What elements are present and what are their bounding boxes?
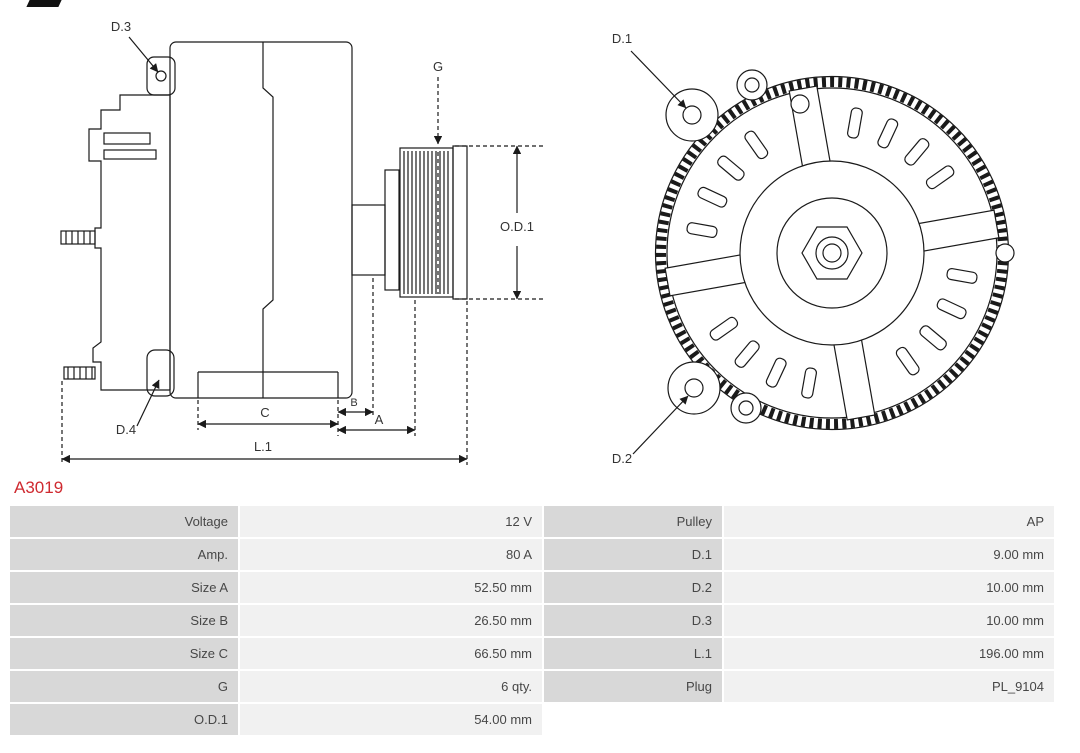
pulley-hub (739, 160, 925, 346)
spec-label: Size B (10, 605, 238, 636)
dim-label-od1: O.D.1 (500, 219, 534, 234)
spec-label: D.2 (544, 572, 722, 603)
spec-value: 26.50 mm (240, 605, 542, 636)
spec-value: PL_9104 (724, 671, 1054, 702)
dim-label-d3: D.3 (111, 19, 131, 34)
dim-label-c: C (260, 405, 269, 420)
spec-label: Size C (10, 638, 238, 669)
spec-value: 6 qty. (240, 671, 542, 702)
spec-value: 12 V (240, 506, 542, 537)
dim-label-d4: D.4 (116, 422, 136, 437)
brand-logo-fragment (26, 0, 62, 7)
spec-label: L.1 (544, 638, 722, 669)
alternator-body (169, 41, 353, 399)
spec-row: Size B 26.50 mm D.3 10.00 mm (10, 605, 1054, 636)
spec-value: 10.00 mm (724, 572, 1054, 603)
spec-value: 66.50 mm (240, 638, 542, 669)
spec-label: Amp. (10, 539, 238, 570)
dimension-lines (61, 36, 545, 465)
spec-label: D.1 (544, 539, 722, 570)
spec-row: G 6 qty. Plug PL_9104 (10, 671, 1054, 702)
spec-value: 9.00 mm (724, 539, 1054, 570)
mounting-ear-bottom (146, 349, 175, 397)
vent-slots (686, 107, 978, 399)
spec-label: D.3 (544, 605, 722, 636)
spec-empty-cell (724, 704, 1054, 735)
front-view-leaders (630, 50, 689, 455)
dim-label-d1: D.1 (612, 31, 632, 46)
spec-label: G (10, 671, 238, 702)
spec-value: AP (724, 506, 1054, 537)
spec-value: 10.00 mm (724, 605, 1054, 636)
technical-drawing: D.3 G O.D.1 D.4 C B A L.1 (60, 19, 1015, 466)
spec-empty-cell (544, 704, 722, 735)
spec-row: Size A 52.50 mm D.2 10.00 mm (10, 572, 1054, 603)
spec-label: O.D.1 (10, 704, 238, 735)
rear-housing (88, 94, 171, 391)
spec-value: 80 A (240, 539, 542, 570)
spec-label: Voltage (10, 506, 238, 537)
dim-label-b: B (350, 397, 357, 409)
alternator-front-view: D.1 D.2 (612, 31, 1015, 466)
mounting-ear-top (146, 56, 176, 96)
part-number: A3019 (14, 478, 64, 497)
spec-row: O.D.1 54.00 mm (10, 704, 1054, 735)
spec-row: Voltage 12 V Pulley AP (10, 506, 1054, 537)
shaft (351, 169, 400, 291)
dim-label-d2: D.2 (612, 451, 632, 466)
hex-nut (801, 226, 863, 280)
pulley (399, 145, 468, 300)
spec-value: 52.50 mm (240, 572, 542, 603)
spec-table: Voltage 12 V Pulley AP Amp. 80 A D.1 9.0… (8, 504, 1056, 737)
bracket-arms (664, 85, 1000, 421)
lower-stud (63, 366, 96, 380)
dim-label-g: G (433, 59, 443, 74)
spec-label: Plug (544, 671, 722, 702)
spec-value: 196.00 mm (724, 638, 1054, 669)
spec-label: Pulley (544, 506, 722, 537)
spec-label: Size A (10, 572, 238, 603)
spec-row: Amp. 80 A D.1 9.00 mm (10, 539, 1054, 570)
spec-row: Size C 66.50 mm L.1 196.00 mm (10, 638, 1054, 669)
dim-label-l1: L.1 (254, 439, 272, 454)
spec-value: 54.00 mm (240, 704, 542, 735)
alternator-side-view: D.3 G O.D.1 D.4 C B A L.1 (60, 19, 545, 465)
dim-label-a: A (375, 412, 384, 427)
terminal-stud (60, 230, 96, 245)
